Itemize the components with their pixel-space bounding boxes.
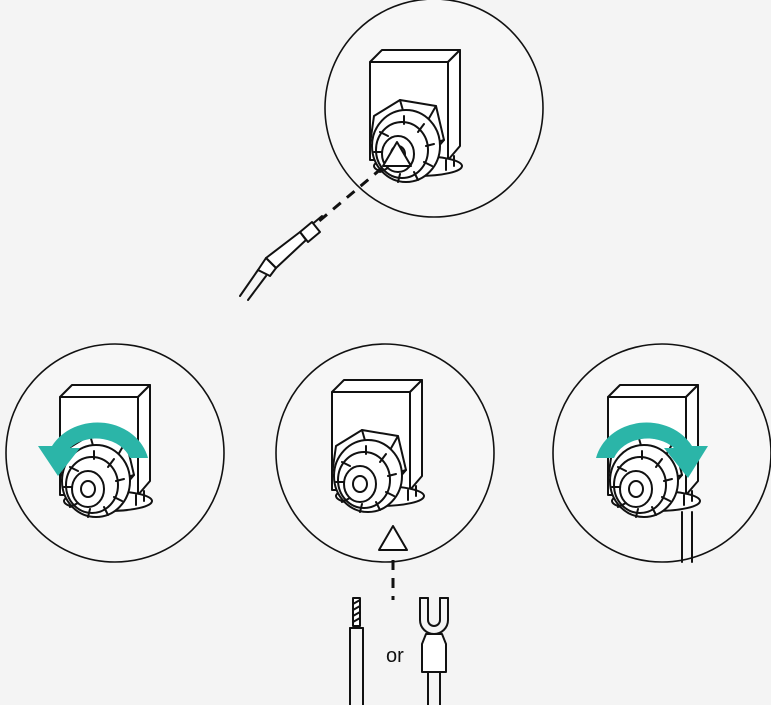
binding-post-illustration [370,50,462,182]
spade-connector-icon [420,598,448,705]
or-label: or [386,645,404,667]
step-loosen-terminal [6,344,224,562]
step-insert-wire: or [276,344,494,705]
step-insert-banana-plug [240,0,543,300]
bare-wire-icon [350,598,363,705]
binding-post-illustration [332,380,424,512]
step-tighten-terminal [553,344,771,562]
banana-plug-icon [240,216,322,300]
